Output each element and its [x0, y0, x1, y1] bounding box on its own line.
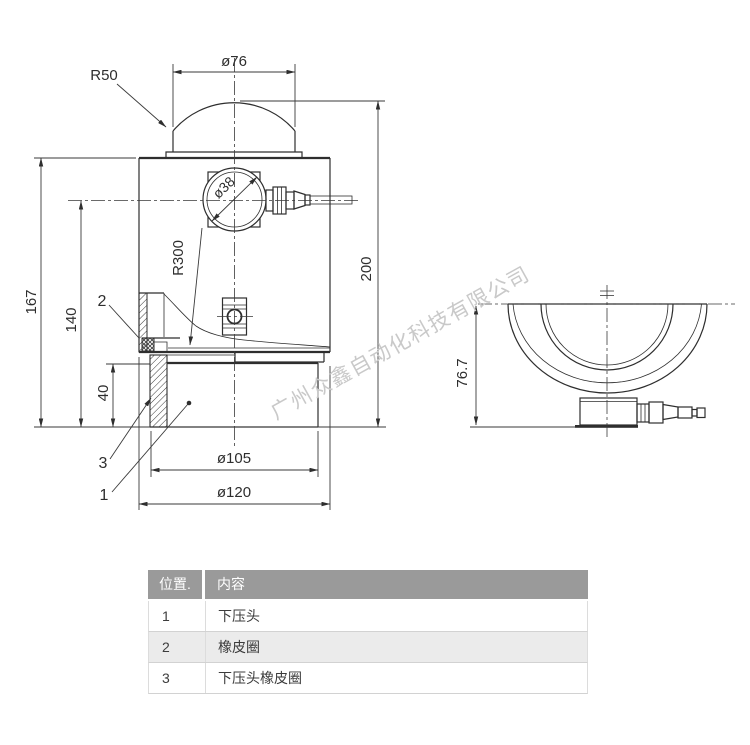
- table-header-row: 位置. 内容: [148, 570, 588, 599]
- side-body-arcs: [507, 290, 708, 394]
- dim-76-7: 76.7: [454, 358, 471, 387]
- table-cell-position: 2: [149, 632, 206, 662]
- side-cable-connector: [575, 397, 706, 428]
- table-cell-content: 下压头橡皮圈: [218, 670, 302, 686]
- bottom-surface-curve: [163, 293, 331, 349]
- part-label-2: 2: [98, 293, 107, 310]
- dim-40: 40: [95, 385, 112, 402]
- dim-r300: R300: [170, 240, 187, 276]
- table-cell-content: 橡皮圈: [218, 639, 260, 655]
- table-body: 1 下压头 2 橡皮圈 3 下压头橡皮圈: [148, 601, 588, 694]
- technical-drawing: ø76 R50 167 140 40 200 ø105 ø120 ø38 R3: [23, 53, 735, 510]
- dim-dia120: ø120: [217, 484, 251, 501]
- dim-dia76: ø76: [221, 53, 247, 70]
- table-cell-position: 3: [149, 663, 206, 693]
- table-row: 3 下压头橡皮圈: [148, 663, 588, 694]
- table-cell-position: 1: [149, 601, 206, 631]
- part-label-1: 1: [100, 487, 109, 504]
- parts-table: 位置. 内容 1 下压头 2 橡皮圈 3 下压头橡皮圈: [148, 570, 588, 694]
- table-row: 2 橡皮圈: [148, 632, 588, 663]
- dim-200: 200: [358, 256, 375, 281]
- rubber-ring-section: [141, 337, 180, 352]
- part-labels: 2 3 1: [98, 293, 192, 504]
- part-label-3: 3: [99, 455, 108, 472]
- table-header-position: 位置.: [148, 570, 205, 599]
- sleeve-section: [138, 292, 165, 353]
- load-button-dome: [165, 102, 303, 159]
- dim-dia105: ø105: [217, 450, 251, 467]
- table-cell-content: 下压头: [218, 608, 260, 624]
- table-header-content: 内容: [217, 576, 245, 592]
- dimensions: ø76 R50 167 140 40 200 ø105 ø120 ø38 R3: [23, 53, 575, 510]
- table-row: 1 下压头: [148, 601, 588, 632]
- dim-140: 140: [63, 307, 80, 332]
- dim-167: 167: [23, 289, 40, 314]
- dim-r50: R50: [90, 67, 118, 84]
- side-centerlines: [478, 285, 735, 440]
- side-view: [478, 285, 735, 440]
